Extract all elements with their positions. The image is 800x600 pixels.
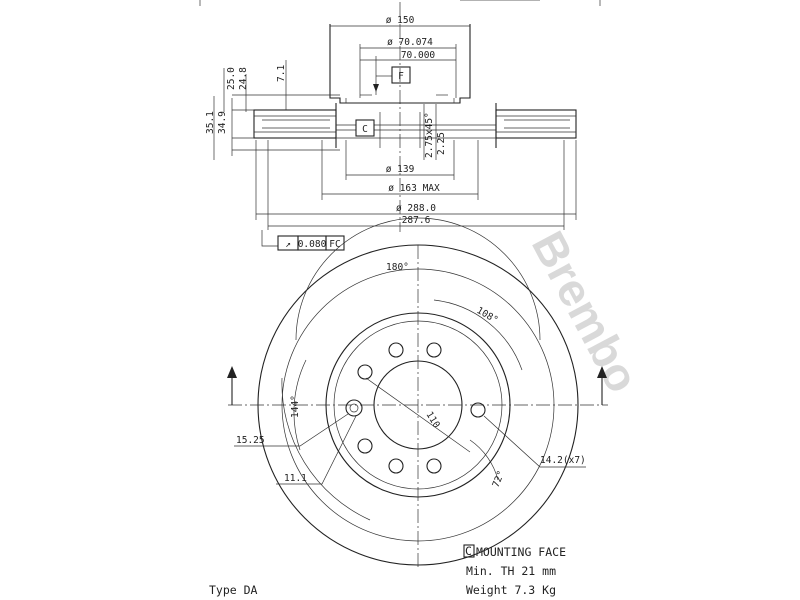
dim-h349: 34.9 bbox=[217, 111, 228, 134]
hat-outer-outline bbox=[329, 24, 471, 104]
dim-h351: 35.1 bbox=[205, 111, 216, 134]
section-view: F C ↗ 0.080 FC ø 150 ø 70.074 70.000 25.… bbox=[199, 0, 601, 251]
bolt-hole bbox=[426, 458, 442, 474]
bolt-hole bbox=[388, 458, 404, 474]
mounting-face-symbol: C bbox=[465, 544, 472, 558]
dim-d70000: 70.000 bbox=[401, 50, 436, 61]
notes-block: C MOUNTING FACE Min. TH 21 mm Weight 7.3… bbox=[209, 544, 566, 597]
datum-c-box bbox=[355, 119, 375, 137]
type-label: Type DA bbox=[209, 583, 258, 597]
dim-h225: 2.25 bbox=[436, 132, 447, 155]
watermark-text: Brembo bbox=[522, 223, 650, 401]
front-view: 180° 108° 144° 72° 110 15.25 11.1 14.2(x… bbox=[227, 217, 608, 568]
dim-d139: ø 139 bbox=[386, 164, 415, 175]
datum-c-label: C bbox=[362, 124, 368, 135]
bolt-hole bbox=[470, 402, 486, 418]
runout-ref: FC bbox=[329, 239, 340, 250]
angle-180: 180° bbox=[386, 262, 409, 273]
dim-h248: 24.8 bbox=[238, 67, 249, 90]
datum-f-label: F bbox=[398, 71, 404, 82]
dim-holes-142: 14.2(x7) bbox=[540, 455, 586, 466]
mounting-face-label: MOUNTING FACE bbox=[476, 545, 566, 559]
bolt-hole bbox=[357, 364, 373, 380]
runout-symbol: ↗ bbox=[285, 239, 291, 250]
section-arrowhead-left bbox=[227, 366, 237, 378]
min-thickness: Min. TH 21 mm bbox=[466, 564, 556, 578]
arc-180 bbox=[295, 217, 541, 341]
datum-f-arrow bbox=[373, 84, 379, 92]
angle-144: 144° bbox=[290, 395, 301, 418]
weight: Weight 7.3 Kg bbox=[466, 583, 556, 597]
dim-d70074: ø 70.074 bbox=[387, 37, 433, 48]
arc-72 bbox=[469, 439, 499, 481]
disc-right-ring bbox=[495, 109, 577, 139]
mounting-face-symbol-box bbox=[463, 544, 475, 558]
arc-111 bbox=[281, 377, 371, 521]
bolt-hole bbox=[357, 438, 373, 454]
locating-hole bbox=[345, 399, 363, 417]
dim-d163: ø 163 MAX bbox=[388, 183, 440, 194]
disc-left-ring bbox=[253, 109, 337, 139]
dim-h25: 25.0 bbox=[226, 67, 237, 90]
dim-d288: ø 288.0 bbox=[396, 203, 436, 214]
runout-leader bbox=[261, 230, 278, 247]
leader-holes bbox=[483, 415, 586, 468]
dim-d150: ø 150 bbox=[386, 15, 415, 26]
section-arrowhead-right bbox=[597, 366, 607, 378]
arc-108 bbox=[433, 299, 523, 371]
dim-hole-111: 11.1 bbox=[284, 473, 307, 484]
dim-d2876: 287.6 bbox=[402, 215, 431, 226]
bolt-holes bbox=[345, 342, 486, 474]
dim-h71: 7.1 bbox=[276, 65, 287, 82]
dim-hole-1525: 15.25 bbox=[236, 435, 265, 446]
arc-144 bbox=[293, 359, 307, 451]
angle-72: 72° bbox=[491, 469, 508, 489]
dim-pcd: 110 bbox=[423, 410, 442, 431]
angle-108: 108° bbox=[475, 305, 500, 326]
bolt-hole bbox=[426, 342, 442, 358]
dim-chamfer: 2.75x45° bbox=[424, 112, 435, 158]
datum-f-box bbox=[391, 66, 411, 84]
pcd-line bbox=[365, 377, 471, 453]
leader-1525 bbox=[234, 413, 349, 447]
runout-value: 0.080 bbox=[298, 239, 327, 250]
locating-hole-inner bbox=[349, 403, 359, 413]
bolt-hole bbox=[388, 342, 404, 358]
leader-111 bbox=[276, 415, 357, 485]
